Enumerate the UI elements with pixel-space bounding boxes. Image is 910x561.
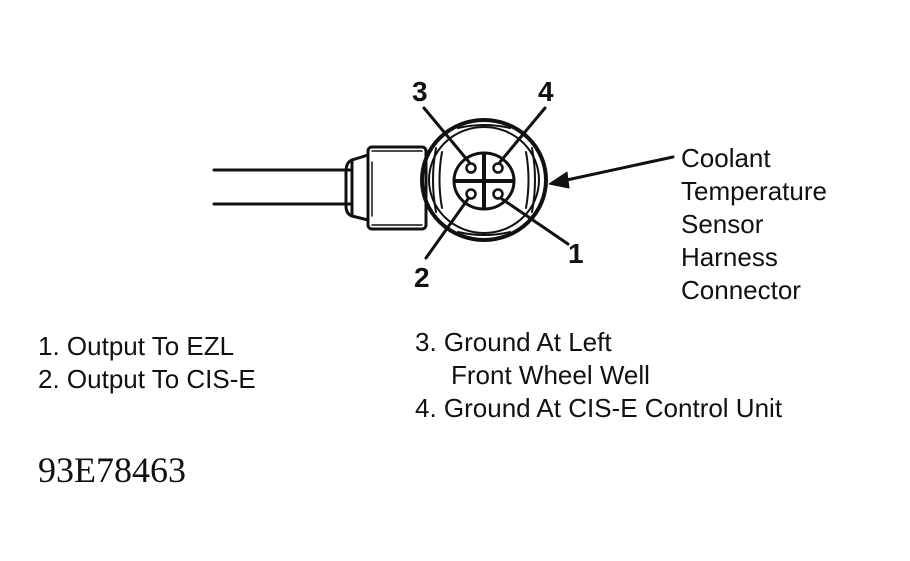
pin-1-leader <box>500 197 570 246</box>
pin-3-socket <box>465 162 477 174</box>
legend-item-2: 2. Output To CIS-E <box>38 364 256 394</box>
pin-label-3: 3 <box>412 76 428 107</box>
callout-line-4: Harness <box>681 242 778 272</box>
callout-line-3: Sensor <box>681 209 764 239</box>
connector-face <box>420 118 548 242</box>
pin-label-4: 4 <box>538 76 554 107</box>
pin-4-leader <box>498 106 547 164</box>
legend-item-4: 4. Ground At CIS-E Control Unit <box>415 393 783 423</box>
legend-item-1: 1. Output To EZL <box>38 331 235 361</box>
pin-1-socket <box>492 188 504 200</box>
connector-sleeve <box>344 145 428 231</box>
pin-label-2: 2 <box>414 262 430 293</box>
callout-arrowhead <box>548 171 570 189</box>
figure-id: 93E78463 <box>38 450 186 490</box>
legend-left-column: 1. Output To EZL 2. Output To CIS-E <box>38 330 256 396</box>
connector-callout-label: Coolant Temperature Sensor Harness Conne… <box>681 142 827 307</box>
pin-label-1: 1 <box>568 238 584 269</box>
callout-line-1: Coolant <box>681 143 771 173</box>
legend-item-3-continued: Front Wheel Well <box>451 360 650 390</box>
pin-4-socket <box>492 162 504 174</box>
callout-leader <box>560 155 675 183</box>
legend-right-column: 3. Ground At Left Front Wheel Well 4. Gr… <box>415 326 782 425</box>
callout-line-5: Connector <box>681 275 801 305</box>
pin-2-socket <box>465 188 477 200</box>
pin-2-leader <box>424 197 470 260</box>
callout-line-2: Temperature <box>681 176 827 206</box>
pin-3-leader <box>422 106 471 164</box>
legend-item-3: 3. Ground At Left <box>415 327 612 357</box>
